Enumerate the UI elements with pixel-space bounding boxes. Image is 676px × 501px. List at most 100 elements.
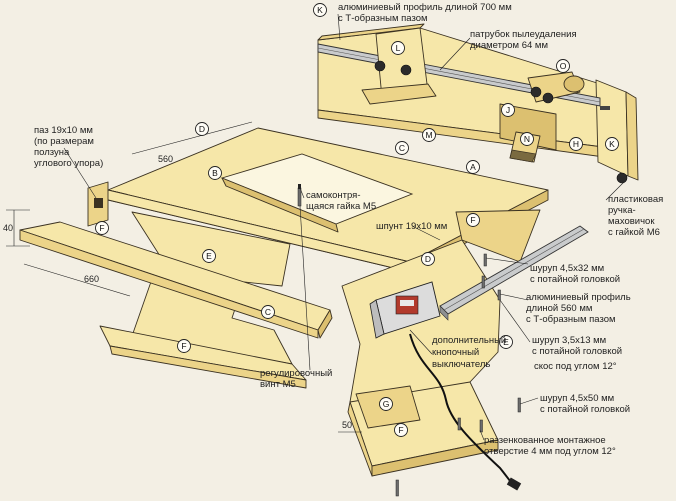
fence-top-edge — [317, 23, 425, 41]
svg-text:H: H — [573, 139, 579, 149]
badge-K-top: K — [313, 3, 327, 17]
fence-knob-4 — [542, 92, 554, 104]
svg-text:J: J — [506, 105, 510, 115]
svg-text:D: D — [199, 124, 205, 134]
svg-text:M: M — [425, 130, 432, 140]
screw-hole-1 — [479, 419, 483, 433]
screw-50 — [517, 397, 521, 413]
svg-text:E: E — [503, 337, 509, 347]
left-foot-edge — [109, 345, 307, 389]
screw-32-low — [481, 275, 485, 289]
fence-knob-1 — [374, 60, 386, 72]
dim-50: 50 — [342, 420, 352, 430]
label-tongue: шпунт 19х10 мм — [376, 221, 447, 232]
svg-text:E: E — [206, 251, 212, 261]
dust-chute-opening — [509, 149, 537, 163]
dim-560-line — [131, 121, 253, 155]
locknut — [298, 184, 301, 189]
screws — [297, 184, 521, 497]
switch-button-face — [400, 300, 414, 306]
badge-G: G — [379, 397, 393, 411]
dim-40: 40 — [3, 223, 13, 233]
badge-E-right: E — [499, 335, 513, 349]
badge-N: N — [520, 132, 534, 146]
svg-text:D: D — [425, 254, 431, 264]
dimension-lines — [6, 121, 362, 433]
side-stretcher-edge — [19, 229, 319, 339]
label-groove-4: углового упора) — [34, 158, 103, 169]
label-adjust-2: винт М5 — [260, 379, 296, 390]
side-profile — [439, 225, 589, 321]
label-dust-port-1: патрубок пылеудаления — [470, 29, 577, 40]
power-plug — [506, 477, 522, 491]
label-screw32-1: шуруп 4,5х32 мм — [530, 263, 604, 274]
label-locknut-2: щаяся гайка М5 — [306, 201, 376, 212]
label-knob-2: ручка- — [608, 205, 636, 216]
badge-F-low: F — [177, 339, 191, 353]
label-groove-3: ползуна — [34, 147, 70, 158]
side-profile-end — [439, 305, 449, 321]
svg-text:O: O — [560, 61, 567, 71]
label-locknut-1: самоконтря- — [306, 190, 360, 201]
badge-D-mid: D — [421, 252, 435, 266]
label-switch-2: кнопочный — [432, 347, 479, 358]
svg-text:F: F — [181, 341, 186, 351]
part-badges: K L O J M N H K D C B A F F D E E C F G … — [95, 3, 619, 437]
svg-text:F: F — [398, 425, 403, 435]
mitre-groove — [94, 198, 103, 208]
label-switch-1: дополнительный — [432, 335, 506, 346]
fence-right-upright-side — [625, 91, 639, 181]
fence-knob-3 — [530, 86, 542, 98]
screw-13 — [497, 289, 501, 301]
badge-K-side: K — [605, 137, 619, 151]
label-fence-profile-1: алюминиевый профиль длиной 700 мм — [338, 2, 512, 13]
label-screw13-1: шуруп 3,5х13 мм — [532, 335, 606, 346]
badge-L: L — [391, 41, 405, 55]
badge-F-foot: F — [394, 423, 408, 437]
badge-D-top: D — [195, 122, 209, 136]
svg-text:F: F — [99, 223, 104, 233]
svg-text:G: G — [383, 399, 390, 409]
label-bevel: скос под углом 12° — [534, 361, 617, 372]
fence-right-upright — [595, 79, 629, 177]
fence-slot — [600, 106, 610, 110]
badge-F-left: F — [95, 221, 109, 235]
side-stretcher-end — [317, 309, 333, 339]
label-hole-1: раззенкованное монтажное — [484, 435, 606, 446]
fence-side-knob — [616, 172, 628, 184]
dust-port-outlet — [563, 75, 585, 93]
label-knob-3: маховичок — [608, 216, 655, 227]
badge-H: H — [569, 137, 583, 151]
badge-J: J — [501, 103, 515, 117]
right-foot-front — [371, 439, 499, 477]
dimension-texts: 560 40 660 50 — [3, 154, 352, 430]
svg-text:B: B — [212, 168, 218, 178]
fence-guard-foot — [361, 83, 437, 105]
label-groove-1: паз 19х10 мм — [34, 125, 93, 136]
badge-C-low: C — [261, 305, 275, 319]
foot-screw — [395, 479, 399, 497]
switch-housing-side — [369, 299, 385, 339]
table-base — [19, 209, 541, 477]
dust-port-housing — [499, 103, 557, 151]
label-side-profile-2: длиной 560 мм — [526, 303, 592, 314]
badge-O: O — [556, 59, 570, 73]
label-knob-4: с гайкой М6 — [608, 227, 660, 238]
svg-text:F: F — [470, 215, 475, 225]
adjust-screw-top — [297, 187, 302, 207]
screw-32-top — [483, 253, 487, 267]
svg-text:K: K — [609, 139, 615, 149]
label-side-profile-3: с Т-образным пазом — [526, 314, 616, 325]
label-screw50-2: с потайной головкой — [540, 404, 630, 415]
svg-text:L: L — [396, 43, 401, 53]
label-fence-profile-2: с Т-образным пазом — [338, 13, 428, 24]
badge-M: M — [422, 128, 436, 142]
badge-C-top: C — [395, 141, 409, 155]
badge-E-left: E — [202, 249, 216, 263]
dim-660: 660 — [84, 274, 99, 284]
badge-A: A — [466, 160, 480, 174]
fence-assembly — [317, 23, 639, 184]
badge-B: B — [208, 166, 222, 180]
